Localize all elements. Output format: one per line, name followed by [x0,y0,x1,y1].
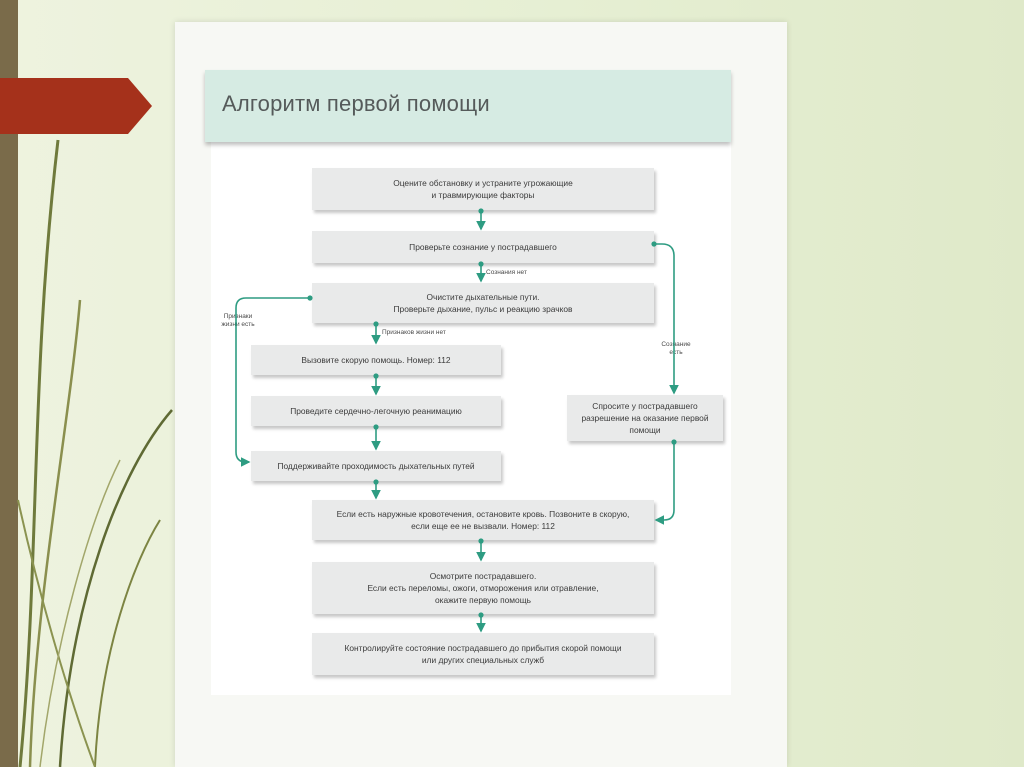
step-maintain: Поддерживайте проходимость дыхательных п… [251,451,501,481]
step-airway: Очистите дыхательные пути. Проверьте дых… [312,283,654,323]
step-permission: Спросите у пострадавшего разрешение на о… [567,395,723,441]
label-no-consciousness: Сознания нет [486,269,527,276]
title-band [205,70,731,142]
label-signs-of-life: Признаки жизни есть [221,313,255,328]
flowchart-title: Алгоритм первой помощи [222,91,490,116]
step-assess: Оцените обстановку и устраните угрожающи… [312,168,654,210]
step-consciousness: Проверьте сознание у пострадавшего [312,231,654,263]
step-bleeding: Если есть наружные кровотечения, останов… [312,500,654,540]
red-arrow-tab [0,78,152,134]
step-examine: Осмотрите пострадавшего. Если есть перел… [312,562,654,614]
label-conscious: Сознание есть [661,341,691,356]
grass-decoration [17,139,173,767]
step-monitor: Контролируйте состояние пострадавшего до… [312,633,654,675]
label-no-signs-of-life: Признаков жизни нет [382,329,446,336]
step-call: Вызовите скорую помощь. Номер: 112 [251,345,501,375]
left-decor-band [0,0,18,767]
step-cpr: Проведите сердечно-легочную реанимацию [251,396,501,426]
